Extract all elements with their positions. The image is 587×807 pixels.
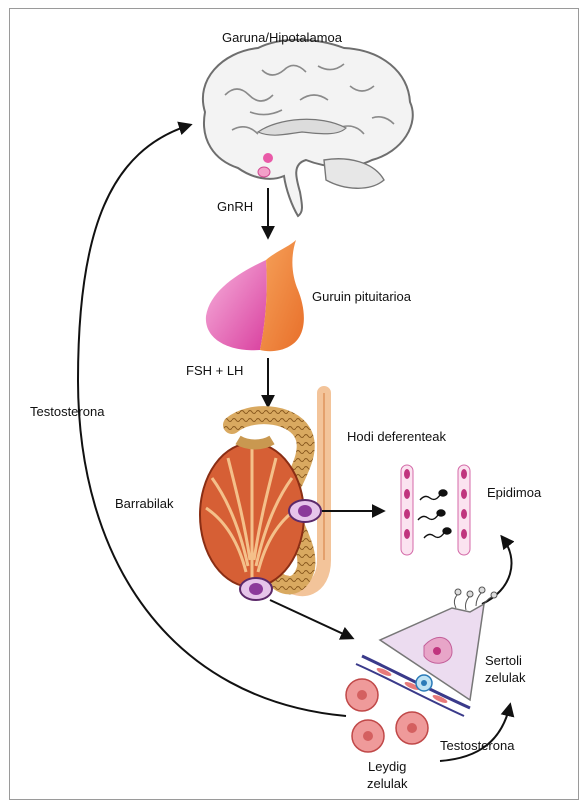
label-vas-deferens: Hodi deferenteak: [347, 430, 446, 445]
arrow-testosterone-feedback: [78, 125, 346, 716]
cerebellum: [324, 159, 384, 188]
testis-illustration: [200, 393, 324, 600]
pituitary-anterior: [206, 260, 267, 350]
label-sertoli-1: Sertoli: [485, 654, 522, 669]
hypothalamus-dot: [263, 153, 273, 163]
label-testes: Barrabilak: [115, 497, 174, 512]
leydig-cells: [346, 679, 428, 752]
germ-cell: [416, 675, 432, 691]
pituitary-illustration: [206, 240, 304, 351]
sertoli-leydig-illustration: [346, 587, 497, 752]
pituitary-small: [258, 167, 270, 177]
label-pituitary: Guruin pituitarioa: [312, 290, 411, 305]
label-fsh-lh: FSH + LH: [186, 364, 243, 379]
label-brain: Garuna/Hipotalamoa: [222, 31, 342, 46]
label-leydig-1: Leydig: [368, 760, 406, 775]
pituitary-posterior: [260, 240, 304, 351]
label-testosterone-bottom: Testosterona: [440, 739, 514, 754]
label-sertoli-2: zelulak: [485, 671, 525, 686]
label-gnrh: GnRH: [217, 200, 253, 215]
arrow-to-sertoli: [270, 600, 352, 638]
label-epididymis: Epidimoa: [487, 486, 541, 501]
brain-illustration: [203, 40, 413, 216]
label-testosterone-left: Testosterona: [30, 405, 104, 420]
epididymis-wall-left: [401, 465, 413, 555]
epididymis-illustration: [401, 465, 470, 555]
label-leydig-2: zelulak: [367, 777, 407, 792]
epididymis-wall-right: [458, 465, 470, 555]
sperm-cells: [418, 490, 451, 538]
